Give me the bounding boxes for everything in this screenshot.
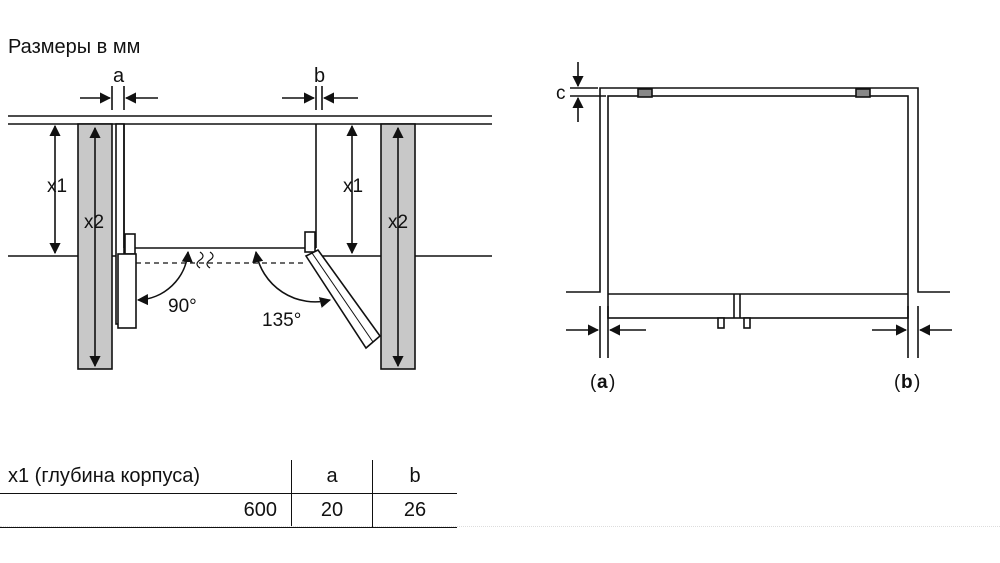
label-a: a <box>113 65 125 87</box>
top-view-left <box>8 86 492 370</box>
front-view-labels: c ( a ) ( b ) <box>556 83 920 393</box>
label-x2-left: x2 <box>84 212 104 233</box>
appliance-body <box>607 95 909 319</box>
label-c: c <box>556 83 566 104</box>
label-angle-90: 90° <box>168 296 197 317</box>
label-a-paren: a <box>597 372 608 393</box>
label-a-paren-open: ( <box>590 372 597 393</box>
table-header-a: a <box>291 460 373 494</box>
table-cell-x1: 600 <box>0 493 292 528</box>
label-b-paren-open: ( <box>894 372 901 393</box>
diagram-title: Размеры в мм <box>8 36 141 58</box>
label-b-paren-close: ) <box>914 372 920 393</box>
label-b: b <box>314 65 325 87</box>
label-angle-135: 135° <box>262 310 301 331</box>
label-x2-right: x2 <box>388 212 408 233</box>
table-header-b: b <box>372 460 457 494</box>
top-view-labels: a b x1 x2 x1 x2 90° 135° <box>47 65 408 331</box>
table-cell-b: 26 <box>372 493 457 528</box>
label-a-paren-close: ) <box>609 372 615 393</box>
table-header-row: x1 (глубина корпуса) a b <box>0 460 457 494</box>
front-view-right <box>566 62 952 358</box>
label-x1-right: x1 <box>343 176 363 197</box>
label-x1-left: x1 <box>47 176 67 197</box>
footer-divider <box>0 526 1000 563</box>
door-open-90 <box>117 253 137 329</box>
table-cell-a: 20 <box>291 493 373 528</box>
label-b-paren: b <box>901 372 913 393</box>
dimensions-table: x1 (глубина корпуса) a b 600 20 26 <box>0 460 457 528</box>
table-row: 600 20 26 <box>0 493 457 528</box>
table-header-x1: x1 (глубина корпуса) <box>0 460 292 494</box>
